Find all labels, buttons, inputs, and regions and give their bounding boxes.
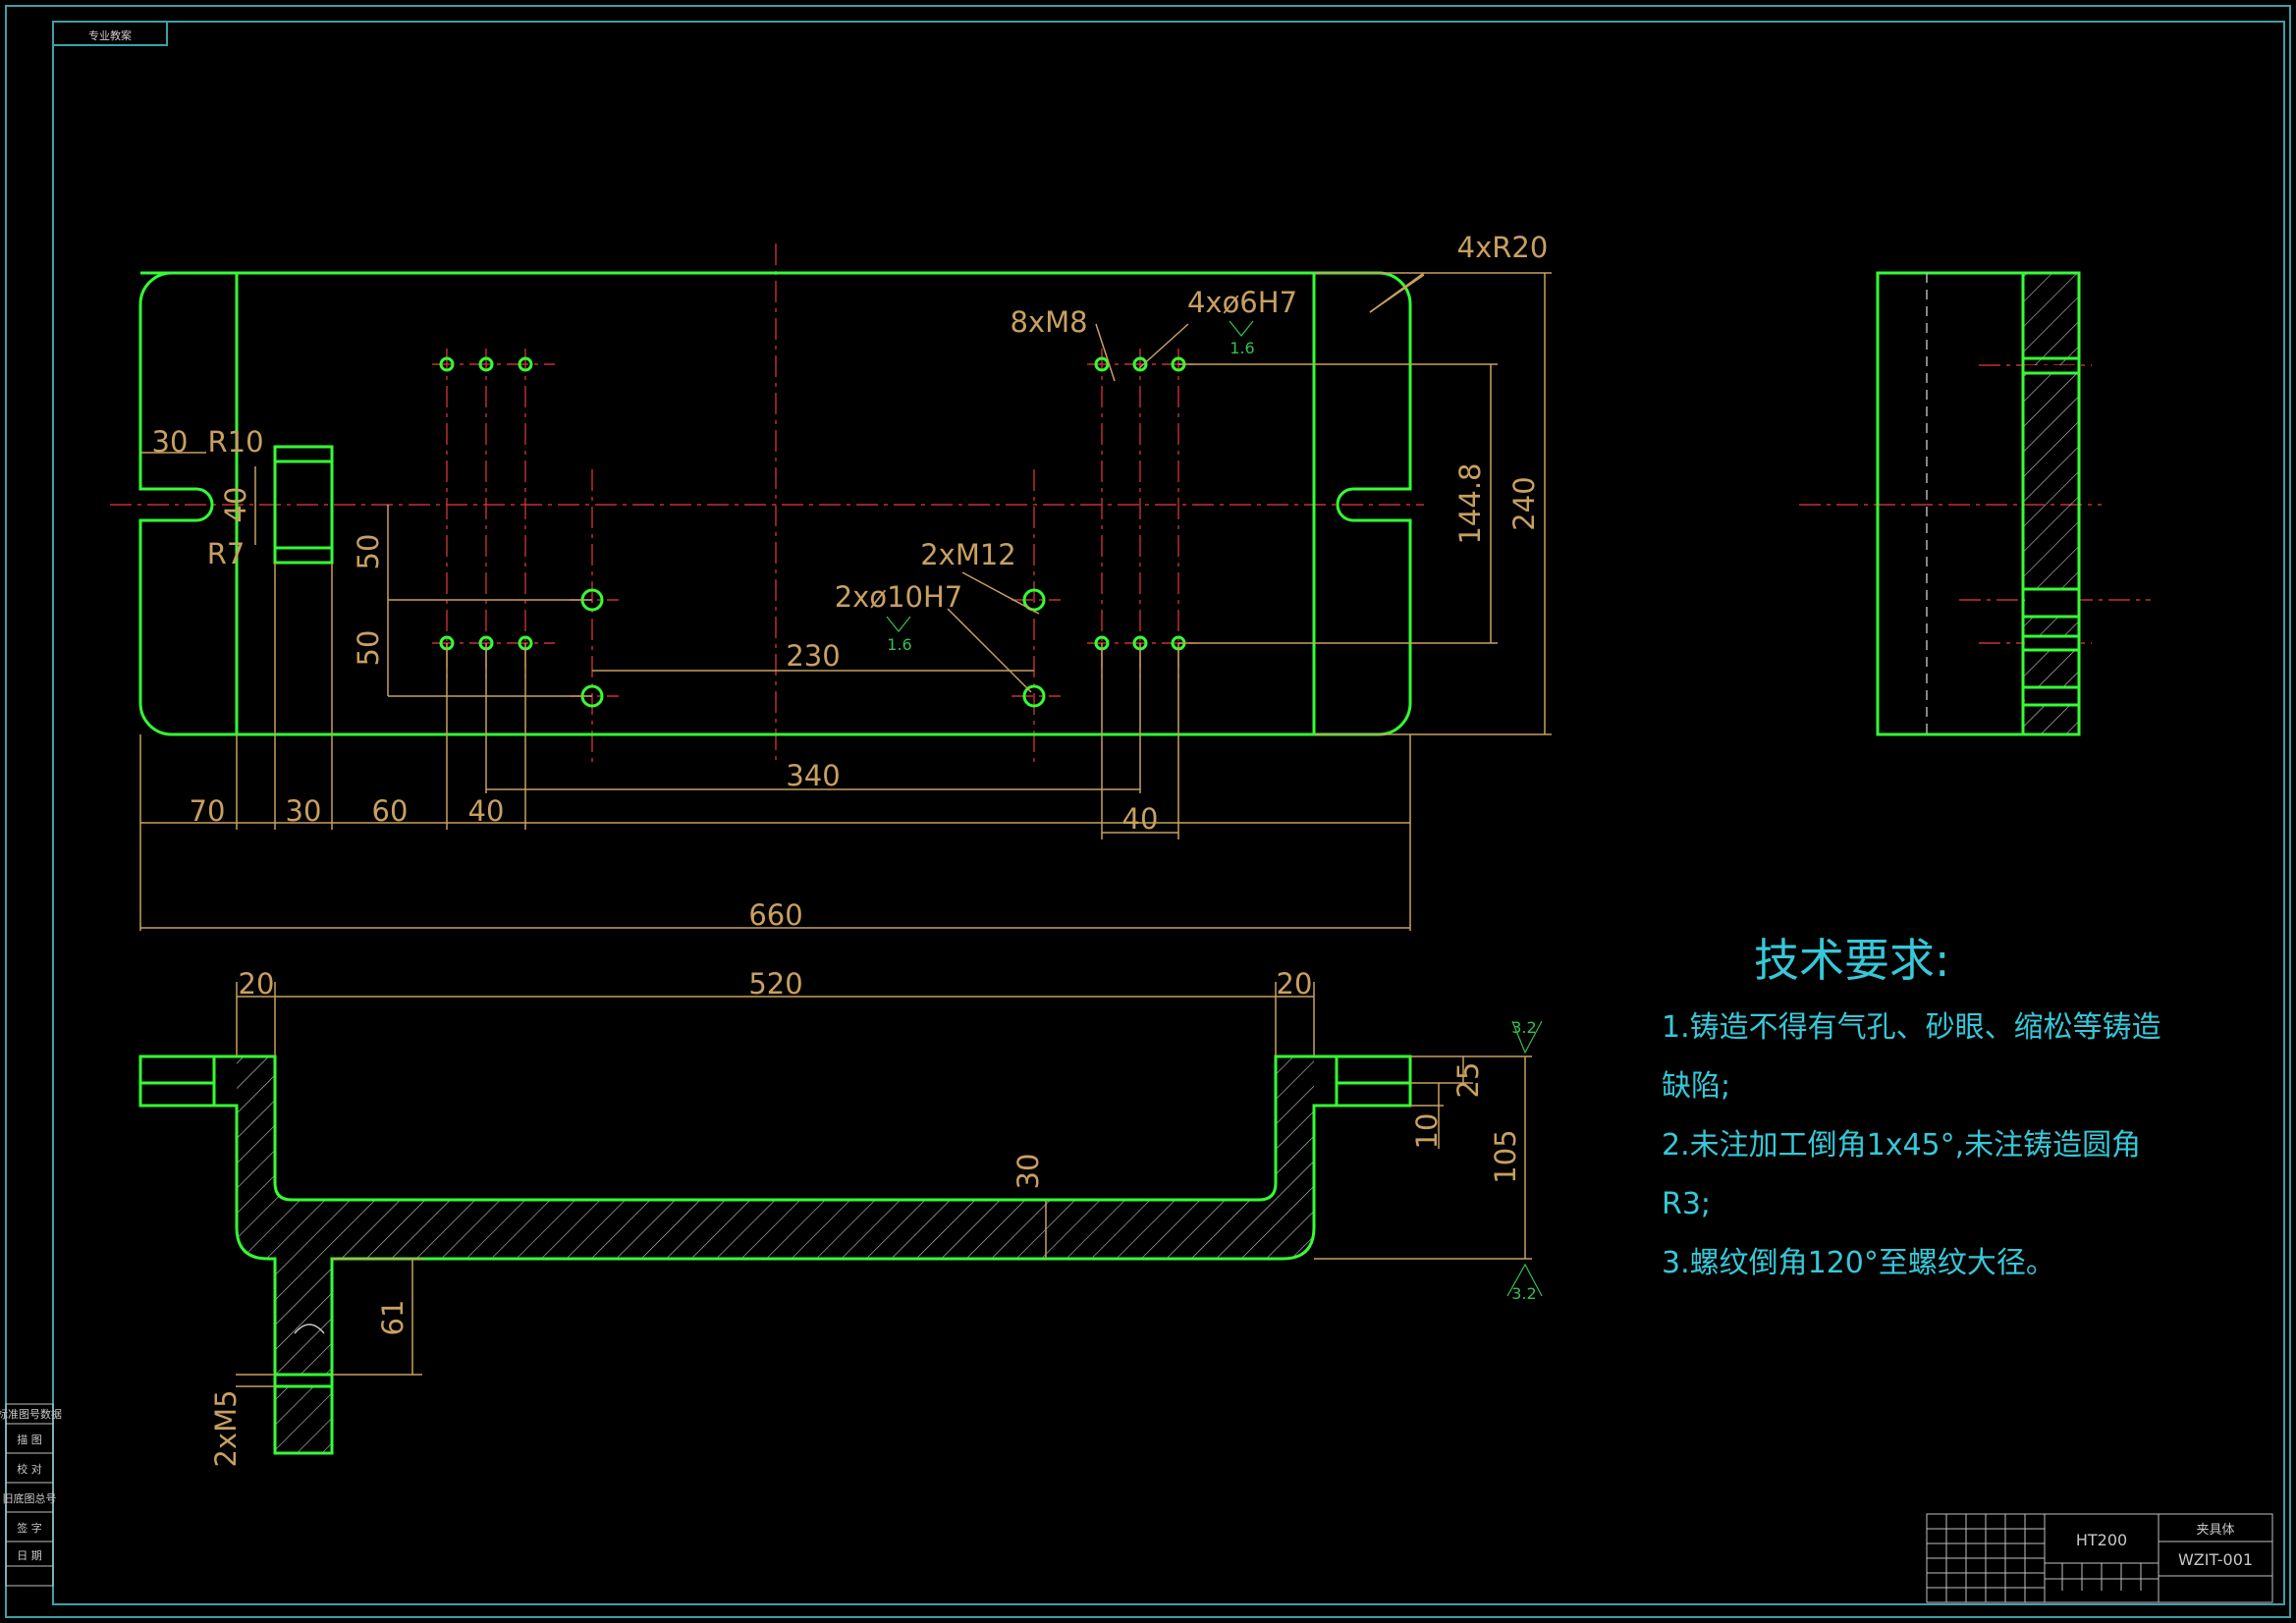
dim-230: 230	[786, 639, 840, 673]
tech-requirements: 技术要求: 1.铸造不得有气孔、砂眼、缩松等铸造 缺陷; 2.未注加工倒角1x4…	[1662, 934, 2161, 1280]
dim-2xM5: 2xM5	[209, 1389, 243, 1467]
dim-25: 25	[1451, 1062, 1485, 1099]
dim-30: 30	[1011, 1154, 1045, 1190]
dim-10: 10	[1410, 1113, 1444, 1150]
drawing-number: WZIT-001	[2178, 1550, 2253, 1569]
dim-40-right: 40	[1122, 802, 1159, 836]
side-view	[1799, 271, 2151, 736]
dim-30-bottom: 30	[286, 794, 322, 828]
dim-30-top: 30	[152, 425, 189, 459]
drawing-frame: 专业教案	[5, 5, 2291, 1618]
rough-top: 3.2	[1511, 1018, 1536, 1037]
rough-2: 1.6	[887, 635, 911, 654]
dim-4x6H7: 4xø6H7	[1187, 286, 1297, 319]
dim-40-left: 40	[468, 794, 505, 828]
dim-660: 660	[748, 898, 802, 932]
m8-holes	[439, 356, 1186, 651]
title-block: HT200 夹具体 WZIT-001	[1926, 1513, 2273, 1603]
front-view: 20 520 20 25 10 105 30 61 2xM5 3.2 3.2	[138, 967, 1543, 1468]
side-row2: 描 图	[17, 1433, 42, 1446]
tech-line1: 1.铸造不得有气孔、砂眼、缩松等铸造	[1662, 1010, 2161, 1045]
dim-520: 520	[748, 967, 802, 1001]
dim-340: 340	[786, 759, 840, 792]
side-row1: 标准图号数据	[0, 1407, 62, 1421]
side-row5: 签 字	[17, 1521, 42, 1535]
top-left-label: 专业教案	[88, 28, 132, 42]
dim-2xM12: 2xM12	[920, 538, 1016, 571]
dim-144-8: 144.8	[1453, 462, 1487, 544]
dim-50b: 50	[352, 630, 385, 667]
tech-line5: 3.螺纹倒角120°至螺纹大径。	[1662, 1246, 2055, 1280]
dim-61: 61	[376, 1300, 410, 1336]
dim-4xR20: 4xR20	[1457, 231, 1549, 264]
side-row3: 校 对	[17, 1462, 42, 1476]
dim-R10: R10	[207, 425, 263, 459]
dim-105: 105	[1489, 1129, 1522, 1183]
tech-line3: 2.未注加工倒角1x45°,未注铸造圆角	[1662, 1128, 2141, 1163]
part-name: 夹具体	[2196, 1523, 2234, 1538]
rough-bottom: 3.2	[1511, 1284, 1536, 1303]
top-view: 4xR20 8xM8 4xø6H7 1.6 2xM12 2xø10H7 1.6 …	[110, 231, 1552, 932]
dim-60: 60	[372, 794, 409, 828]
dim-2x10H7: 2xø10H7	[835, 580, 963, 614]
dim-8xM8: 8xM8	[1010, 305, 1087, 339]
dim-70: 70	[190, 794, 226, 828]
dim-20-right: 20	[1277, 967, 1313, 1001]
tech-line2: 缺陷;	[1662, 1069, 1730, 1104]
material: HT200	[2076, 1531, 2127, 1549]
dim-50a: 50	[352, 534, 385, 570]
side-row4: 旧底图总号	[3, 1491, 57, 1505]
rough-1: 1.6	[1230, 339, 1254, 357]
side-row6: 日 期	[17, 1549, 42, 1562]
dim-R7: R7	[207, 537, 246, 570]
tech-line4: R3;	[1662, 1187, 1711, 1221]
dim-20-left: 20	[239, 967, 275, 1001]
tech-heading: 技术要求:	[1754, 934, 1950, 987]
dim-40: 40	[219, 487, 252, 523]
dim-240: 240	[1507, 476, 1541, 530]
left-side-table: 标准图号数据 描 图 校 对 旧底图总号 签 字 日 期	[0, 1403, 62, 1587]
